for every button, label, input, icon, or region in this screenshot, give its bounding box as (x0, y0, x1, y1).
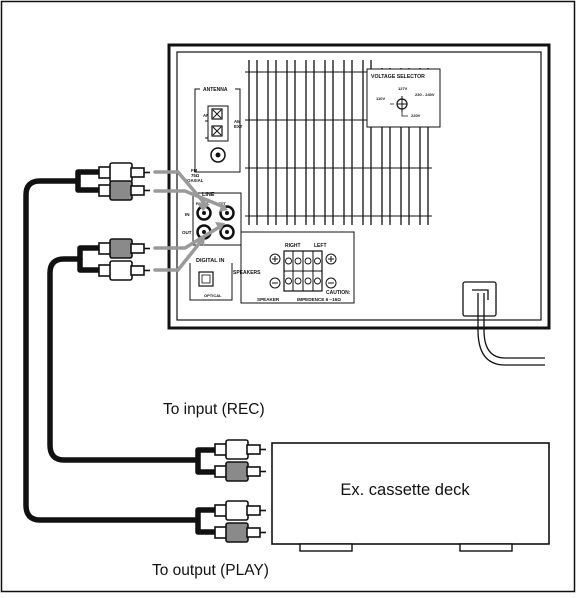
line-label: LINE (202, 192, 215, 198)
caution-label: CAUTION: (326, 290, 351, 296)
deck-foot-left (299, 543, 353, 552)
line-in-left-jack[interactable] (219, 205, 235, 221)
antenna-section: ANTENNA AM LOOP AM EXT FM 75Ω COAXIAL (184, 87, 243, 183)
speaker-label: SPEAKER (257, 297, 280, 302)
deck-label: Ex. cassette deck (340, 481, 470, 499)
panel-inner (176, 51, 542, 321)
cables (23, 169, 219, 535)
to-output-caption: To output (PLAY) (152, 562, 269, 579)
minus-icon (325, 277, 337, 289)
speaker-section: RIGHT LEFT SPEAKERS CAUTION: SPEAKER IMP… (233, 231, 355, 304)
voltage-selector[interactable]: VOLTAGE SELECTOR 127V 110V 230 - 240V 22… (366, 68, 441, 128)
panel-outer (167, 43, 551, 330)
line-out-label: OUT (182, 230, 192, 235)
vent-slots (245, 60, 432, 225)
optical-label: OPTICAL (204, 293, 222, 298)
plus-icon (269, 253, 281, 265)
v127-label: 127V (398, 86, 408, 91)
antenna-label: ANTENNA (203, 87, 228, 93)
cassette-deck (271, 442, 550, 552)
power-cord-icon (462, 281, 545, 366)
rca-plug-icon (98, 162, 150, 281)
speaker-right-label: RIGHT (285, 243, 301, 249)
arrowheads (197, 203, 228, 246)
line-jacks: LINE RIGHT LEFT IN OUT (182, 192, 242, 246)
minus-icon (269, 277, 281, 289)
plus-icon (325, 253, 337, 265)
svg-text:EXT: EXT (234, 124, 243, 129)
voltage-selector-label: VOLTAGE SELECTOR (371, 74, 425, 80)
optical-port-icon[interactable] (198, 271, 214, 287)
rca-plug-icon (214, 439, 266, 543)
svg-text:COAXIAL: COAXIAL (184, 178, 204, 183)
v230-label: 230 - 240V (415, 92, 435, 97)
am-ext-label: AM (234, 119, 241, 124)
line-out-left-jack[interactable] (219, 224, 235, 240)
fm-label: FM (191, 168, 198, 173)
rear-panel: VOLTAGE SELECTOR 127V 110V 230 - 240V 22… (167, 43, 551, 366)
line-left-label: LEFT (216, 201, 227, 206)
deck-foot-right (459, 543, 513, 552)
to-input-caption: To input (REC) (163, 401, 265, 418)
impedance-label: IMPEDENCE 6 ~16Ω (297, 297, 341, 302)
digital-in-label: DIGITAL IN (196, 258, 225, 264)
v110-label: 110V (376, 96, 385, 101)
speakers-label: SPEAKERS (233, 270, 261, 276)
digital-in-section: DIGITAL IN OPTICAL (189, 258, 233, 301)
speaker-left-label: LEFT (314, 243, 327, 249)
arrow-icon (153, 170, 226, 272)
v220-label: 220V (411, 113, 421, 118)
deck-body (271, 442, 550, 545)
line-in-label: IN (185, 212, 190, 217)
svg-text:75Ω: 75Ω (191, 173, 200, 178)
